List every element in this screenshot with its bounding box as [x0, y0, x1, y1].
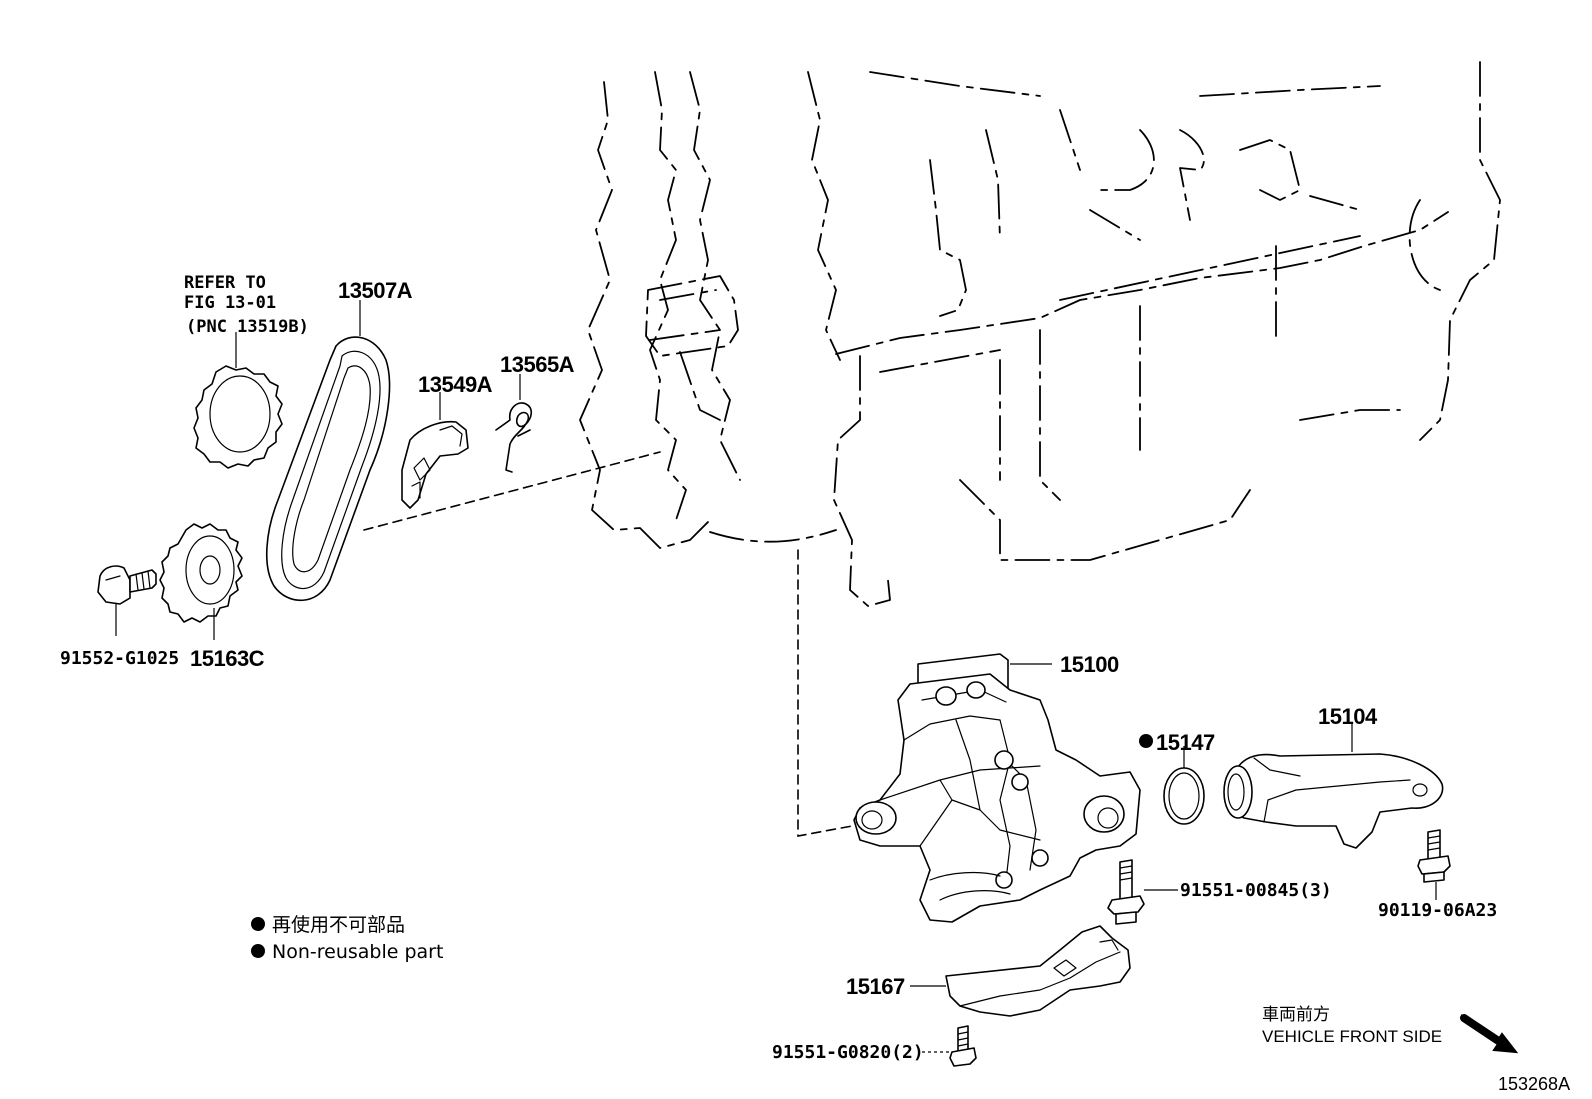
oil-strainer — [1223, 722, 1444, 849]
orientation-jp: 車両前方 — [1262, 1005, 1330, 1024]
timing-chain — [265, 300, 391, 602]
bolt-91551-00845 — [1107, 859, 1178, 925]
o-ring — [1163, 746, 1205, 825]
vehicle-front-arrow-icon — [1460, 1014, 1519, 1054]
label-13549A: 13549A — [418, 372, 493, 397]
label-13565A: 13565A — [500, 352, 575, 377]
orientation-en: VEHICLE FRONT SIDE — [1262, 1027, 1442, 1046]
non-reusable-dot-icon — [1139, 734, 1153, 748]
bolt-91552 — [97, 565, 157, 636]
label-refer-line2: FIG 13-01 — [184, 293, 276, 313]
label-refer-line1: REFER TO — [184, 273, 266, 293]
legend-en: Non-reusable part — [272, 941, 443, 963]
chain-spring — [495, 374, 533, 473]
legend: 再使用不可部品 Non-reusable part — [251, 914, 443, 963]
label-15167: 15167 — [846, 974, 905, 999]
figure-id: 153268A — [1498, 1074, 1570, 1094]
label-91551-G0820: 91551-G0820(2) — [772, 1042, 924, 1063]
baffle-plate — [910, 925, 1131, 1017]
crank-sprocket — [159, 523, 243, 640]
label-91552-G1025: 91552-G1025 — [60, 648, 179, 669]
legend-jp: 再使用不可部品 — [272, 914, 405, 936]
legend-dot-icon — [251, 917, 265, 931]
bolt-91551-g0820 — [922, 1025, 977, 1067]
oil-pump-assembly — [853, 653, 1141, 923]
legend-dot-icon — [251, 944, 265, 958]
upper-sprocket — [193, 332, 283, 469]
label-15163C: 15163C — [190, 646, 265, 671]
alignment-line-pump — [797, 549, 853, 837]
label-15147: 15147 — [1156, 730, 1215, 755]
label-refer-line3: (PNC 13519B) — [186, 317, 309, 337]
label-91551-00845: 91551-00845(3) — [1180, 880, 1332, 901]
chain-damper — [401, 392, 469, 509]
label-90119-06A23: 90119-06A23 — [1378, 900, 1497, 921]
label-15100: 15100 — [1060, 652, 1119, 677]
alignment-line-chain — [363, 451, 661, 531]
bolt-90119 — [1417, 829, 1451, 900]
engine-block-outline — [579, 61, 1501, 607]
label-13507A: 13507A — [338, 278, 413, 303]
label-15104: 15104 — [1318, 704, 1378, 729]
